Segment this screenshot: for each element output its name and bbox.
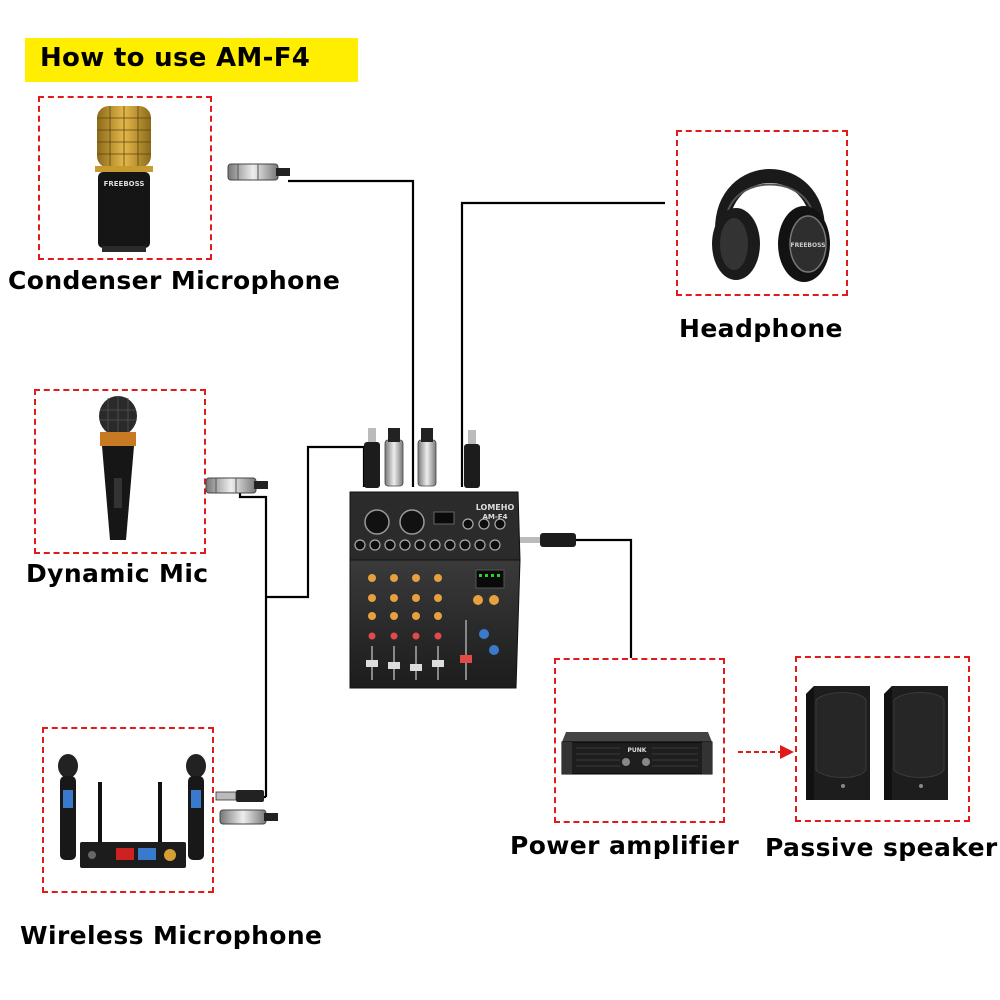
wireless-microphone-icon bbox=[58, 754, 206, 868]
power-amplifier-box bbox=[554, 658, 725, 823]
title-highlight bbox=[25, 38, 358, 82]
xlr-plug-icon bbox=[219, 809, 278, 825]
arrow-icon bbox=[738, 745, 794, 759]
wireless-mic-box bbox=[42, 727, 214, 893]
dynamic-microphone-icon bbox=[99, 396, 137, 540]
xlr-plug-icon bbox=[384, 428, 404, 487]
mic-brand-label: FREEBOSS bbox=[104, 180, 145, 188]
amp-brand-label: PUNK bbox=[628, 747, 647, 754]
passive-speaker-icon bbox=[806, 686, 870, 800]
power-amplifier-label: Power amplifier bbox=[510, 831, 740, 860]
xlr-plug-icon bbox=[417, 428, 437, 487]
mixer-model-label: AM-F4 bbox=[483, 513, 508, 521]
headphone-label: Headphone bbox=[679, 314, 843, 343]
jack-plug-icon bbox=[464, 430, 480, 488]
mixer-input-cable bbox=[266, 445, 366, 599]
dynamic-mic-box bbox=[34, 389, 206, 554]
condenser-mic-cable bbox=[288, 179, 415, 487]
condenser-microphone-label: Condenser Microphone bbox=[8, 266, 341, 295]
power-amplifier-icon: PUNK bbox=[561, 732, 713, 775]
condenser-microphone-icon: FREEBOSS bbox=[95, 106, 153, 252]
headphone-cable bbox=[460, 201, 665, 487]
mixer-am-f4-icon: LOMEHO AM-F4 bbox=[349, 491, 521, 689]
xlr-plug-icon bbox=[227, 163, 290, 181]
xlr-plug-icon bbox=[205, 477, 268, 494]
headphone-icon: FREEBOSS bbox=[712, 169, 830, 282]
condenser-mic-box bbox=[38, 96, 212, 260]
passive-speaker-icon bbox=[884, 686, 948, 800]
dynamic-mic-label: Dynamic Mic bbox=[26, 559, 209, 588]
passive-speaker-label: Passive speaker bbox=[765, 833, 998, 862]
page-title: How to use AM-F4 bbox=[40, 43, 311, 73]
dynamic-mic-cable bbox=[238, 483, 268, 797]
jack-plug-icon bbox=[508, 533, 576, 547]
jack-plug-icon bbox=[364, 428, 380, 488]
headphone-box bbox=[676, 130, 848, 296]
svg-text:FREEBOSS: FREEBOSS bbox=[791, 242, 826, 249]
jack-plug-icon bbox=[215, 790, 264, 802]
mixer-brand-label: LOMEHO bbox=[476, 503, 515, 512]
wireless-microphone-label: Wireless Microphone bbox=[20, 921, 323, 950]
passive-speaker-box bbox=[795, 656, 970, 822]
